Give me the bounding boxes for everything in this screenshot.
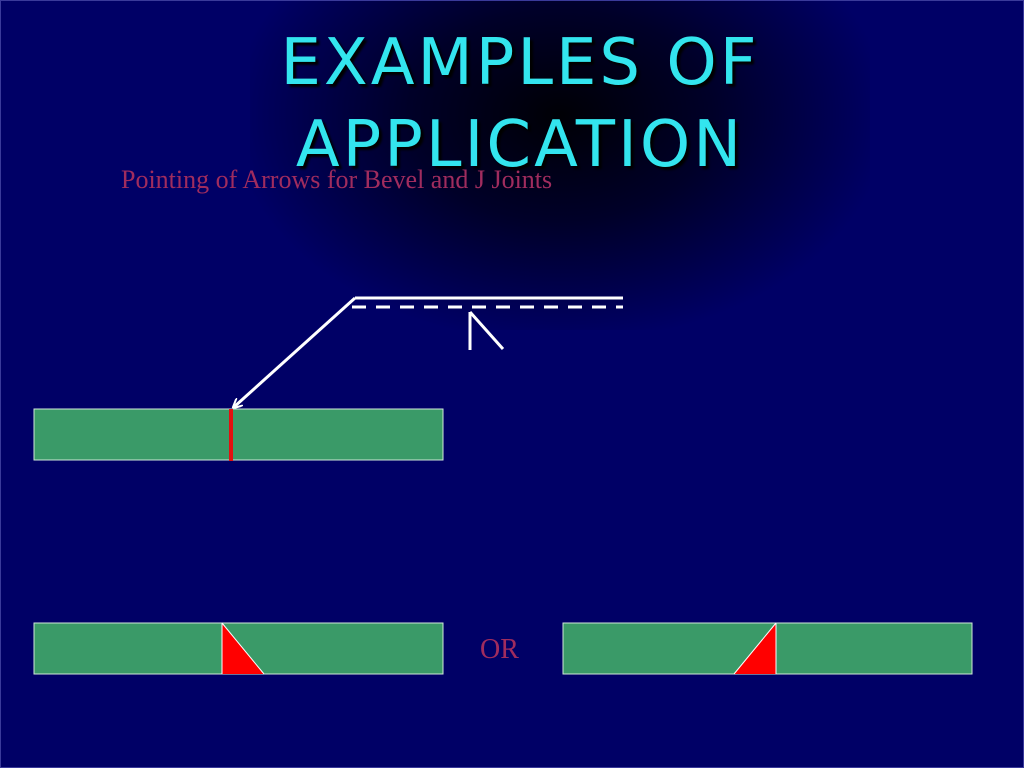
- leader-arrow: [234, 296, 357, 407]
- bottom-right-plate-assembly: [562, 622, 973, 675]
- or-label: OR: [480, 634, 519, 665]
- welding-symbol: [234, 296, 623, 407]
- top-plate-assembly: [33, 408, 444, 461]
- bottom-left-plate-assembly: [33, 622, 444, 675]
- slide-title-line-1: EXAMPLES OF: [280, 26, 760, 100]
- top-plate: [33, 408, 444, 461]
- bevel-weld-symbol: [468, 311, 505, 350]
- title-glow-background: [250, 0, 870, 330]
- slide-subtitle: Pointing of Arrows for Bevel and J Joint…: [121, 165, 553, 194]
- slide-title-line-2: APPLICATION: [295, 108, 745, 182]
- slide-title: EXAMPLES OF APPLICATION: [200, 22, 840, 186]
